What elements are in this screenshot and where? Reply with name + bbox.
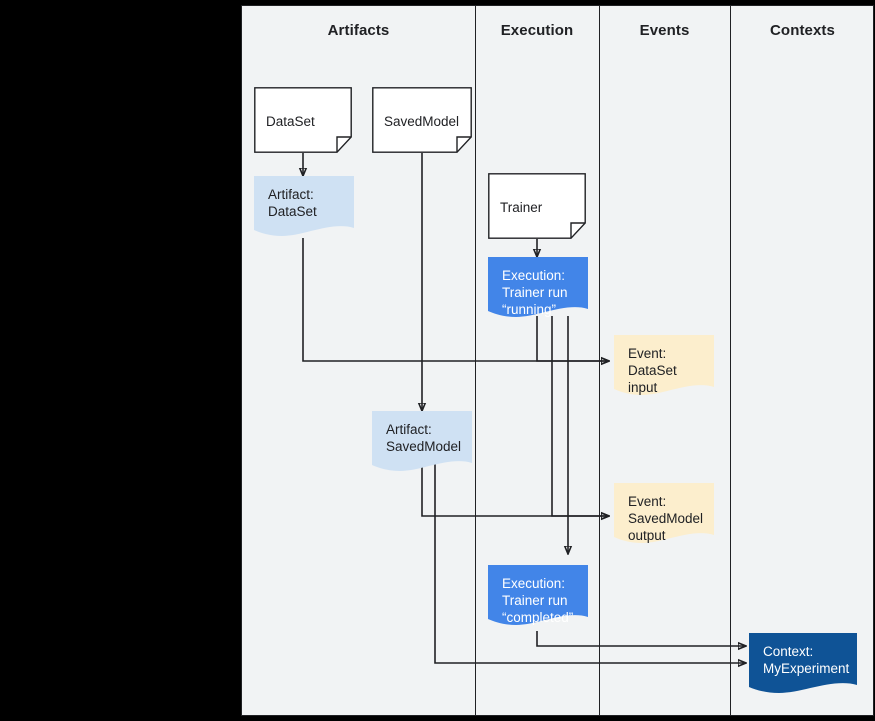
- node-label: Context: MyExperiment: [763, 644, 850, 676]
- node-execution-running[interactable]: Execution: Trainer run “running”: [488, 257, 588, 320]
- lane-title-contexts: Contexts: [770, 22, 835, 39]
- lane-divider-artifacts-execution: [475, 6, 476, 715]
- node-label: DataSet: [266, 114, 315, 129]
- lane-divider-execution-events: [599, 6, 600, 715]
- lane-divider-events-contexts: [730, 6, 731, 715]
- document-shape: [614, 483, 714, 543]
- node-artifact-savedmodel[interactable]: Artifact: SavedModel: [372, 411, 472, 474]
- node-event-savedmodel-output[interactable]: Event: SavedModel output: [614, 483, 714, 546]
- document-shape: [372, 411, 472, 471]
- node-execution-completed[interactable]: Execution: Trainer run “completed”: [488, 565, 588, 628]
- lane-title-events: Events: [639, 22, 690, 39]
- note-shape: [488, 173, 586, 239]
- node-label: Trainer: [500, 200, 543, 215]
- document-shape: [488, 565, 588, 625]
- node-trainer-note[interactable]: Trainer: [488, 173, 586, 239]
- swimlane-board: Artifacts Execution Events Contexts: [241, 5, 874, 716]
- node-dataset-note[interactable]: DataSet: [254, 87, 352, 153]
- document-shape: [749, 633, 857, 693]
- node-context-myexperiment[interactable]: Context: MyExperiment: [749, 633, 857, 696]
- node-label: Event: SavedModel output: [628, 494, 704, 543]
- node-label: Execution: Trainer run “running”: [502, 268, 568, 317]
- node-label: Execution: Trainer run “completed”: [502, 576, 574, 625]
- node-artifact-dataset[interactable]: Artifact: DataSet: [254, 176, 354, 239]
- lane-title-execution: Execution: [500, 22, 574, 39]
- document-shape: [254, 176, 354, 236]
- note-shape: [254, 87, 352, 153]
- note-shape: [372, 87, 472, 153]
- node-label: SavedModel: [384, 114, 460, 129]
- document-shape: [488, 257, 588, 317]
- node-savedmodel-note[interactable]: SavedModel: [372, 87, 472, 153]
- node-label: Event: DataSet input: [628, 346, 677, 395]
- edge-execution-running-to-event-savedmodel-output: [551, 316, 609, 516]
- node-label: Artifact: SavedModel: [386, 422, 462, 454]
- node-event-dataset-input[interactable]: Event: DataSet input: [614, 335, 714, 398]
- edge-execution-completed-to-context: [536, 631, 746, 646]
- node-label: Artifact: DataSet: [268, 187, 317, 219]
- lane-title-artifacts: Artifacts: [327, 22, 390, 39]
- document-shape: [614, 335, 714, 395]
